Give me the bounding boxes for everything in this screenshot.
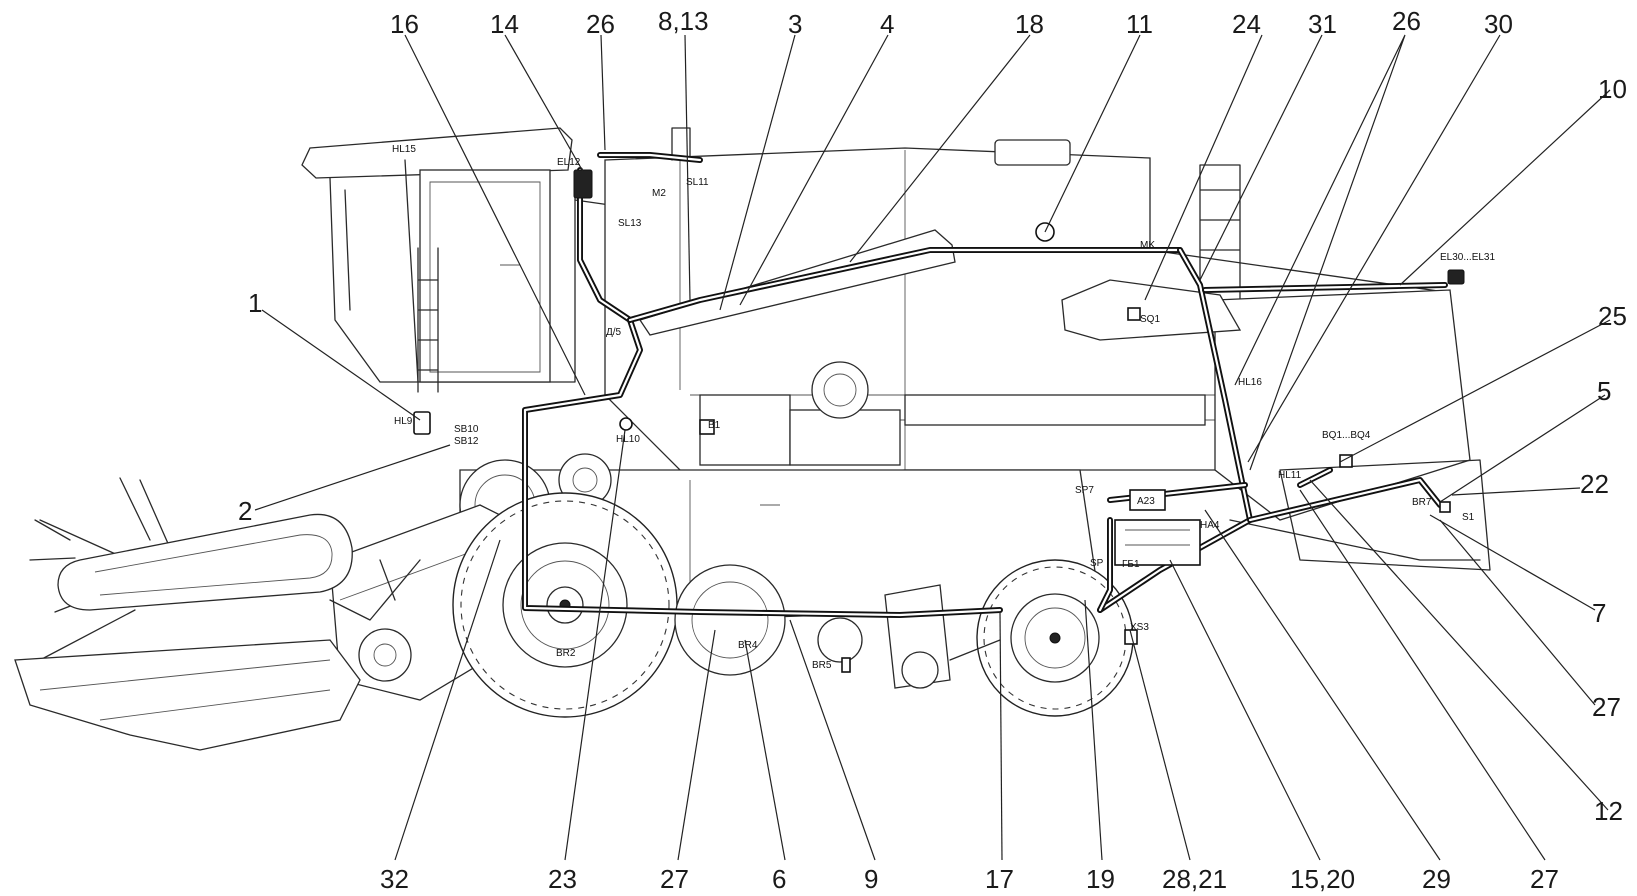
callout-28-21: 28,21 bbox=[1162, 864, 1227, 894]
callout-1: 1 bbox=[248, 288, 262, 318]
label-GB1: ГБ1 bbox=[1122, 559, 1140, 570]
label-EL12: EL12 bbox=[557, 157, 581, 168]
callout-22: 22 bbox=[1580, 469, 1609, 499]
label-HA4: HA4 bbox=[1200, 520, 1220, 531]
header-assembly bbox=[14, 477, 421, 751]
A23-box bbox=[1129, 489, 1166, 511]
label-B1: B1 bbox=[708, 420, 721, 431]
label-EL30-EL31: EL30...EL31 bbox=[1440, 252, 1495, 263]
label-XS3: XS3 bbox=[1130, 622, 1149, 633]
callout-19: 19 bbox=[1086, 864, 1115, 894]
callout-15-20: 15,20 bbox=[1290, 864, 1355, 894]
label-HL15: HL15 bbox=[392, 144, 416, 155]
label-SL11: SL11 bbox=[686, 177, 709, 188]
rear-wheel bbox=[976, 559, 1134, 717]
cab-ladder bbox=[417, 247, 439, 393]
callout-30: 30 bbox=[1484, 9, 1513, 39]
callout-27-right: 27 bbox=[1592, 692, 1621, 722]
leader-lines bbox=[254, 34, 1611, 861]
label-SP: SP bbox=[1090, 558, 1104, 569]
callout-6: 6 bbox=[772, 864, 786, 894]
callout-9: 9 bbox=[864, 864, 878, 894]
callout-26-top-left: 26 bbox=[586, 9, 615, 39]
label-HL9: HL9 bbox=[394, 416, 413, 427]
callout-25: 25 bbox=[1598, 301, 1627, 331]
cab-door bbox=[419, 169, 551, 383]
label-BR2: BR2 bbox=[556, 648, 576, 659]
electrical-devices bbox=[413, 169, 1465, 673]
cab-frame bbox=[329, 177, 576, 383]
callout-26-top-right: 26 bbox=[1392, 6, 1421, 36]
rear-hood bbox=[1214, 289, 1471, 521]
label-SB10: SB10 bbox=[454, 424, 479, 435]
unloading-auger bbox=[638, 229, 956, 336]
callout-3: 3 bbox=[788, 9, 802, 39]
label-S1: S1 bbox=[1462, 512, 1475, 523]
callout-8-13: 8,13 bbox=[658, 6, 709, 36]
label-HL11: HL11 bbox=[1278, 470, 1302, 481]
label-D5: Д/5 bbox=[606, 327, 622, 338]
label-A23: A23 bbox=[1137, 496, 1155, 507]
callout-31: 31 bbox=[1308, 9, 1337, 39]
label-BR4: BR4 bbox=[738, 640, 758, 651]
callout-24: 24 bbox=[1232, 9, 1261, 39]
callout-12: 12 bbox=[1594, 796, 1623, 826]
callout-11: 11 bbox=[1126, 9, 1153, 39]
callout-16: 16 bbox=[390, 9, 419, 39]
callout-18: 18 bbox=[1015, 9, 1044, 39]
callout-29: 29 bbox=[1422, 864, 1451, 894]
callout-14: 14 bbox=[490, 9, 519, 39]
label-BR7: BR7 bbox=[1412, 497, 1432, 508]
label-HL10: HL10 bbox=[616, 434, 640, 445]
label-SQ1: SQ1 bbox=[1140, 314, 1160, 325]
front-wheel bbox=[452, 492, 678, 718]
label-M2: M2 bbox=[652, 188, 666, 199]
label-BR5: BR5 bbox=[812, 660, 832, 671]
label-SL13: SL13 bbox=[618, 218, 642, 229]
HL9-lamp bbox=[413, 411, 431, 435]
EL12-lamp bbox=[573, 169, 593, 199]
callout-5: 5 bbox=[1597, 376, 1611, 406]
callout-27-bottom-right: 27 bbox=[1530, 864, 1559, 894]
component-labels: HL15 EL12 M2 SL11 SL13 HL9 SB10 SB12 HL1… bbox=[392, 144, 1495, 671]
wiring-harness bbox=[522, 152, 1448, 618]
callout-4: 4 bbox=[880, 9, 894, 39]
callout-2: 2 bbox=[238, 496, 252, 526]
callout-17: 17 bbox=[985, 864, 1014, 894]
label-SB12: SB12 bbox=[454, 436, 479, 447]
cab-roof bbox=[301, 127, 573, 179]
callout-23: 23 bbox=[548, 864, 577, 894]
GB1-block bbox=[1114, 519, 1201, 566]
label-BQ1-BQ4: BQ1...BQ4 bbox=[1322, 430, 1371, 441]
cutting-platform bbox=[14, 639, 361, 751]
callout-7: 7 bbox=[1592, 598, 1606, 628]
callout-numbers: 16 14 26 8,13 3 4 18 11 24 31 26 30 10 1… bbox=[238, 6, 1627, 894]
reel-tube bbox=[57, 513, 353, 611]
callout-10: 10 bbox=[1598, 74, 1627, 104]
label-SP7: SP7 bbox=[1075, 485, 1094, 496]
label-HL16: HL16 bbox=[1238, 377, 1262, 388]
callout-32: 32 bbox=[380, 864, 409, 894]
callout-27-bottom-left: 27 bbox=[660, 864, 689, 894]
label-MK: MK bbox=[1140, 240, 1155, 251]
